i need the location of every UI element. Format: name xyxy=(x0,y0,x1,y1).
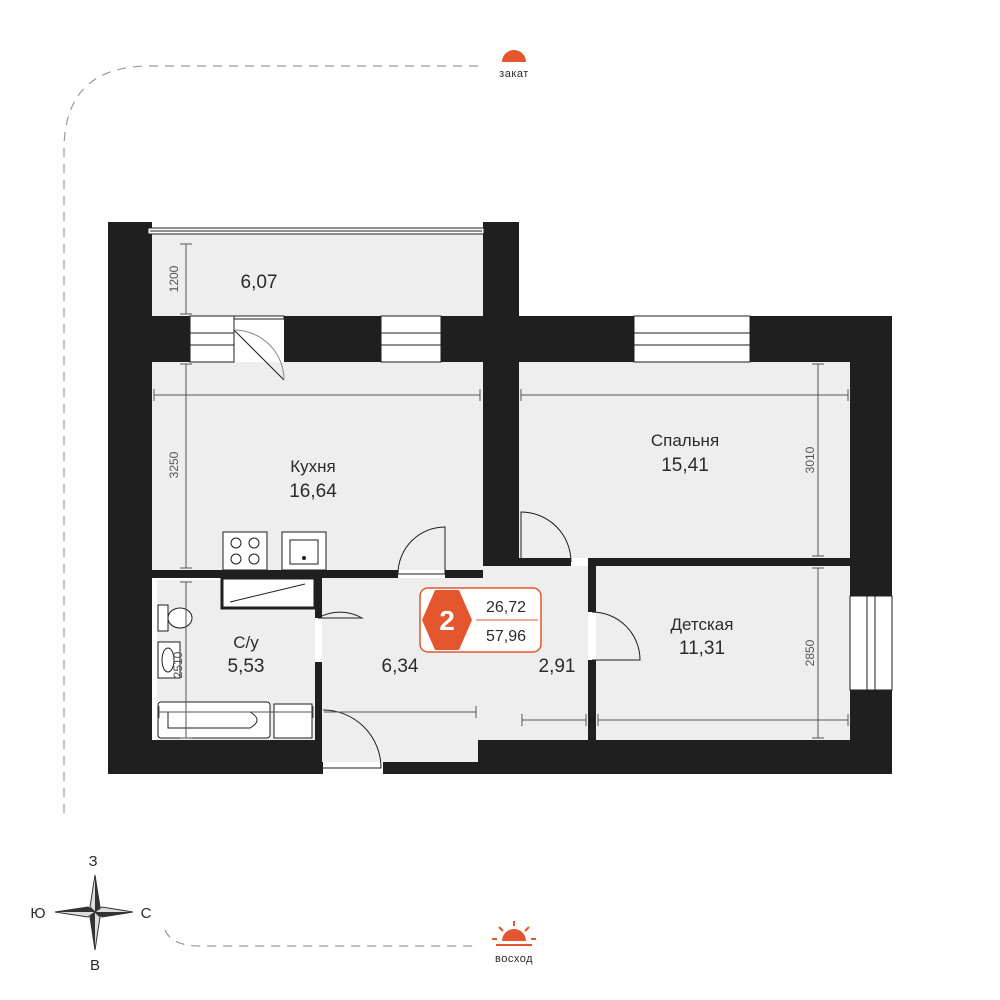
windows xyxy=(189,315,893,691)
bathtub-icon xyxy=(157,701,271,739)
window-bedroom xyxy=(633,315,751,363)
bedroom-name: Спальня xyxy=(651,431,719,450)
corridor-area: 2,91 xyxy=(539,656,576,677)
kitchen-name: Кухня xyxy=(290,457,336,476)
kids-room-depth-label: 2850 xyxy=(803,639,817,666)
compass-west-letter: Ю xyxy=(30,905,45,922)
kitchen-fixtures xyxy=(220,531,327,610)
bedroom-area: 15,41 xyxy=(661,455,709,476)
bathroom-area: 5,53 xyxy=(228,656,265,677)
sunset-icon xyxy=(502,50,526,62)
stove-icon xyxy=(222,531,268,571)
sunset-label: закат xyxy=(499,68,529,80)
balcony-floor xyxy=(152,232,483,316)
compass-rose: З В Ю С xyxy=(30,853,151,974)
site-outline xyxy=(63,65,478,815)
badge-living-area: 26,72 xyxy=(486,599,526,616)
washing-machine xyxy=(273,703,313,739)
window-kids-room xyxy=(849,595,893,691)
window-kitchen xyxy=(380,315,442,363)
kitchen-area: 16,64 xyxy=(289,481,337,502)
bedroom-depth-label: 3010 xyxy=(803,446,817,473)
bathroom-depth-label: 2510 xyxy=(171,651,185,678)
site-outline-bottom xyxy=(164,929,478,947)
kids-room-name: Детская xyxy=(671,615,734,634)
dimension-lines xyxy=(153,243,849,739)
compass-north-letter: З xyxy=(88,853,97,870)
doors xyxy=(233,315,641,769)
badge-total-area: 57,96 xyxy=(486,628,526,645)
sunrise-marker: восход xyxy=(492,921,536,965)
window-balcony-left xyxy=(189,315,235,363)
sunrise-icon xyxy=(492,921,536,946)
bathroom-name: С/у xyxy=(233,633,259,652)
kids-room-area: 11,31 xyxy=(679,638,725,659)
balcony-depth-label: 1200 xyxy=(167,265,181,292)
compass-east-letter: С xyxy=(141,905,152,922)
kitchen-depth-label: 3250 xyxy=(167,451,181,478)
hallway-area: 6,34 xyxy=(382,656,419,677)
compass-south-letter: В xyxy=(90,957,100,974)
sunset-marker: закат xyxy=(499,50,529,80)
partitions xyxy=(152,558,850,748)
washbasin-icon xyxy=(157,641,181,679)
apartment-badge: 2 26,72 57,96 xyxy=(419,587,542,653)
balcony-glazing xyxy=(147,227,485,235)
balcony-area: 6,07 xyxy=(241,272,278,293)
badge-rooms-count: 2 xyxy=(439,605,455,636)
kids-room-floor xyxy=(596,566,850,740)
badge-hexagon xyxy=(422,590,472,650)
sunrise-label: восход xyxy=(495,953,533,965)
